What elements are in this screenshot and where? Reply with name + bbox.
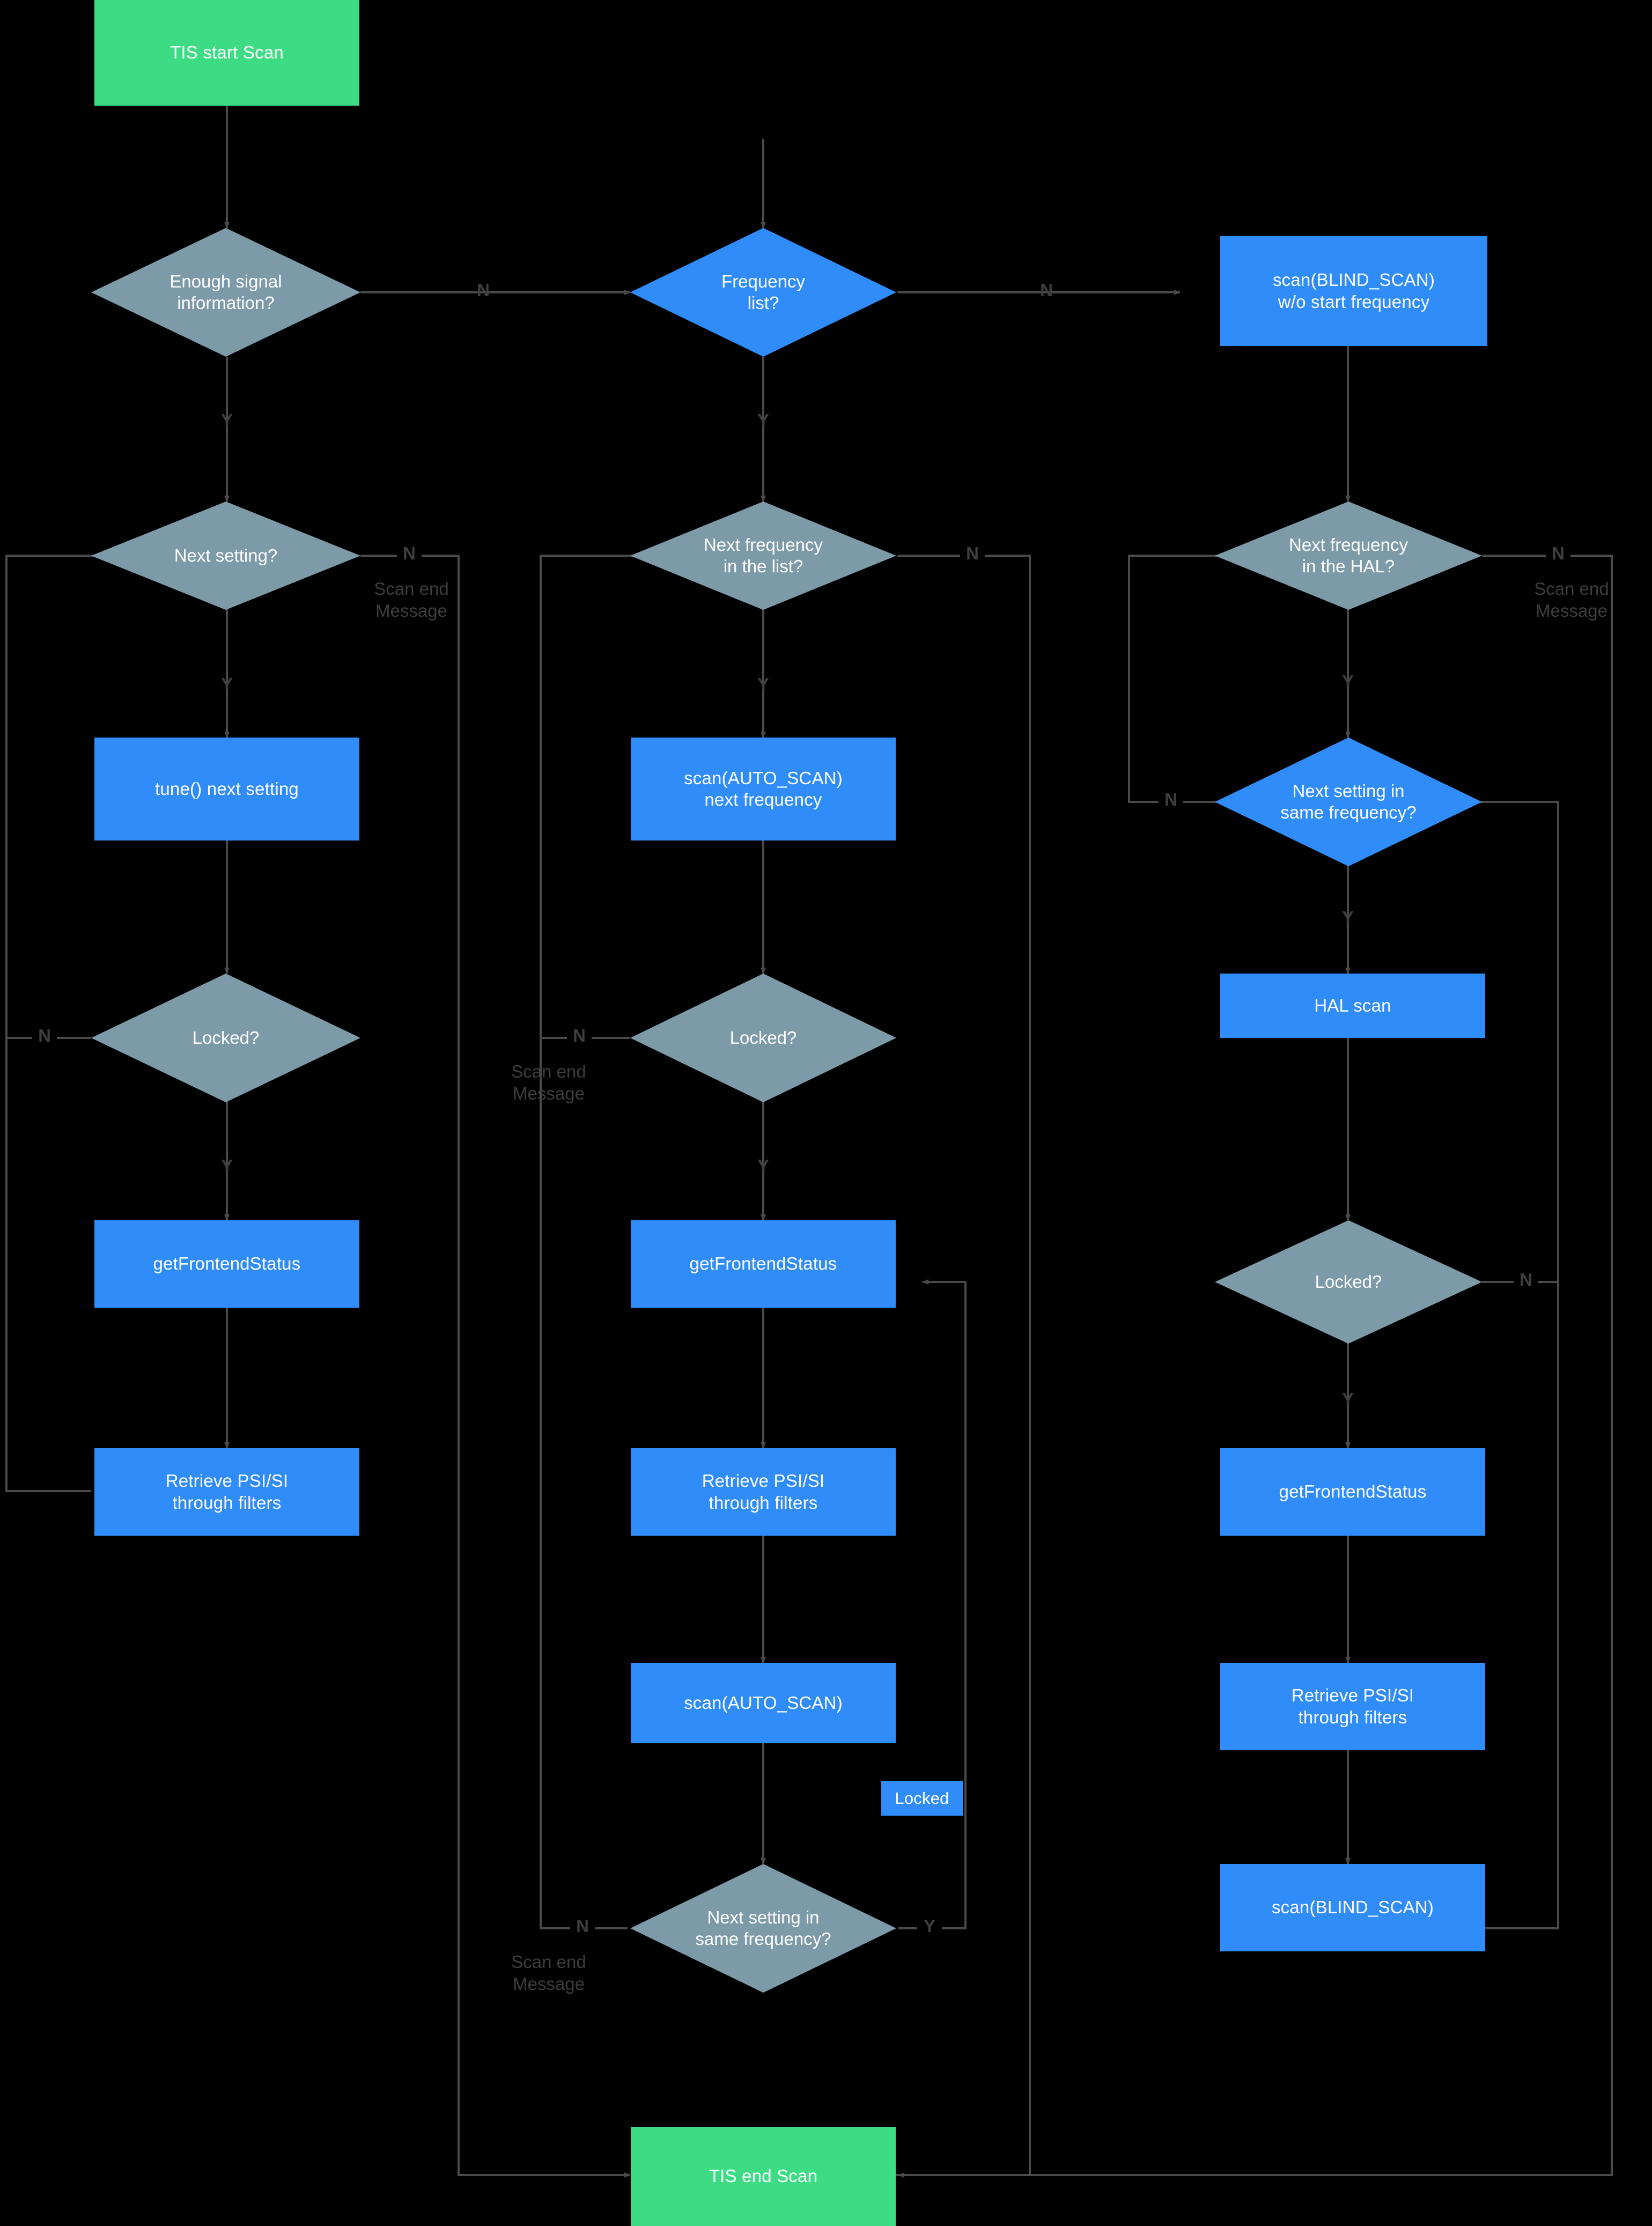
node-tis-end-scan[interactable]: TIS end Scan	[631, 2127, 896, 2226]
edge-label-next-setting-same-frequency-right-no: N	[1159, 790, 1183, 810]
note-scan-end-message-middle-bottom: Scan end Message	[511, 1952, 586, 1994]
node-next-setting-same-frequency-middle[interactable]: Next setting in same frequency?	[630, 1864, 896, 1993]
node-label: Enough signal information?	[169, 271, 282, 313]
node-label: TIS start Scan	[170, 42, 284, 63]
edge-label-next-frequency-list-no: N	[960, 543, 985, 564]
node-retrieve-psi-si-middle[interactable]: Retrieve PSI/SI through filters	[631, 1448, 896, 1536]
edge-label-locked-left-no: N	[32, 1026, 57, 1046]
edge-label-next-setting-same-frequency-middle-no: N	[570, 1916, 595, 1936]
node-retrieve-psi-si-right[interactable]: Retrieve PSI/SI through filters	[1220, 1663, 1485, 1750]
edge-label-next-setting-yes: Y	[220, 674, 233, 694]
node-label: getFrontendStatus	[1279, 1481, 1427, 1502]
diamond-shape	[630, 502, 896, 610]
node-label: scan(BLIND_SCAN)	[1271, 1897, 1434, 1918]
edge-label-frequency-list-yes: Y	[757, 410, 769, 430]
edge-label-next-setting-same-frequency-right-yes: Y	[1341, 908, 1354, 927]
edge-label-frequency-list-no: N	[1040, 280, 1053, 300]
node-label: Retrieve PSI/SI through filters	[1291, 1685, 1414, 1727]
node-locked-middle[interactable]: Locked?	[630, 974, 896, 1102]
node-label: Frequency list?	[721, 271, 805, 313]
node-next-frequency-in-list[interactable]: Next frequency in the list?	[630, 502, 896, 610]
diamond-shape	[630, 1864, 896, 1993]
diamond-shape	[91, 974, 360, 1102]
node-locked-badge[interactable]: Locked	[881, 1781, 963, 1816]
node-tis-start-scan[interactable]: TIS start Scan	[94, 0, 359, 106]
node-locked-right[interactable]: Locked?	[1215, 1220, 1482, 1344]
node-label: Next setting in same frequency?	[695, 1907, 831, 1949]
edge-label-next-setting-no: N	[397, 543, 422, 564]
edge-label-locked-middle-no: N	[567, 1026, 592, 1046]
edge-label-enough-signal-yes: Y	[220, 410, 233, 430]
node-retrieve-psi-si-left[interactable]: Retrieve PSI/SI through filters	[94, 1448, 359, 1536]
diamond-shape	[91, 502, 360, 610]
node-label: Locked?	[729, 1027, 797, 1048]
diamond-shape	[1215, 738, 1482, 866]
node-hal-scan[interactable]: HAL scan	[1220, 974, 1485, 1038]
edge-label-locked-right-no: N	[1514, 1270, 1538, 1290]
node-label: scan(AUTO_SCAN) next frequency	[684, 768, 843, 809]
node-label: Locked?	[1315, 1271, 1382, 1292]
edge-label-next-frequency-hal-no: N	[1546, 543, 1570, 564]
node-label: getFrontendStatus	[153, 1254, 301, 1274]
node-get-frontend-status-right[interactable]: getFrontendStatus	[1220, 1448, 1485, 1536]
node-scan-blind-scan[interactable]: scan(BLIND_SCAN)	[1220, 1864, 1485, 1951]
diamond-shape	[1215, 502, 1482, 610]
node-label: Next frequency in the HAL?	[1289, 534, 1408, 576]
node-label: getFrontendStatus	[689, 1254, 837, 1274]
node-label: Locked	[895, 1788, 949, 1808]
edge-label-locked-middle-yes: Y	[757, 1156, 769, 1176]
node-next-setting-same-frequency-right[interactable]: Next setting in same frequency?	[1215, 738, 1482, 866]
node-label: Next setting?	[174, 545, 278, 565]
diamond-shape	[91, 228, 360, 357]
note-scan-end-message-left: Scan end Message	[374, 579, 449, 621]
node-label: HAL scan	[1314, 995, 1391, 1015]
node-label: scan(BLIND_SCAN) w/o start frequency	[1272, 270, 1435, 312]
note-scan-end-message-hal: Scan end Message	[1534, 579, 1609, 621]
node-scan-blind-no-start-frequency[interactable]: scan(BLIND_SCAN) w/o start frequency	[1220, 236, 1487, 346]
node-label: scan(AUTO_SCAN)	[684, 1692, 843, 1713]
node-label: tune() next setting	[155, 778, 299, 799]
node-scan-auto-scan[interactable]: scan(AUTO_SCAN)	[631, 1663, 896, 1743]
node-next-setting[interactable]: Next setting?	[91, 502, 360, 610]
diamond-shape	[1215, 1220, 1482, 1344]
diamond-shape	[630, 228, 896, 357]
node-frequency-list[interactable]: Frequency list?	[630, 228, 896, 357]
node-label: TIS end Scan	[709, 2166, 818, 2186]
edge-label-next-setting-same-frequency-middle-yes: Y	[917, 1916, 942, 1936]
node-label: Retrieve PSI/SI through filters	[702, 1471, 825, 1513]
note-scan-end-message-middle-locked: Scan end Message	[511, 1062, 586, 1104]
node-get-frontend-status-middle[interactable]: getFrontendStatus	[631, 1220, 896, 1308]
edge-label-next-frequency-hal-yes: Y	[1341, 672, 1354, 691]
edge-label-enough-signal-no: N	[477, 280, 490, 300]
edge-label-locked-right-yes: Y	[1341, 1389, 1354, 1409]
edge-label-next-frequency-list-yes: Y	[757, 674, 769, 694]
node-scan-auto-next-frequency[interactable]: scan(AUTO_SCAN) next frequency	[631, 738, 896, 841]
node-label: Locked?	[192, 1027, 260, 1048]
node-label: Next setting in same frequency?	[1280, 780, 1417, 822]
node-enough-signal-information[interactable]: Enough signal information?	[91, 228, 360, 357]
node-tune-next-setting[interactable]: tune() next setting	[94, 738, 359, 841]
node-locked-left[interactable]: Locked?	[91, 974, 360, 1102]
node-label: Next frequency in the list?	[704, 534, 823, 576]
diamond-shape	[630, 974, 896, 1102]
node-next-frequency-in-hal[interactable]: Next frequency in the HAL?	[1215, 502, 1482, 610]
edge-label-locked-left-yes: Y	[220, 1156, 233, 1176]
node-get-frontend-status-left[interactable]: getFrontendStatus	[94, 1220, 359, 1308]
node-label: Retrieve PSI/SI through filters	[165, 1471, 289, 1513]
